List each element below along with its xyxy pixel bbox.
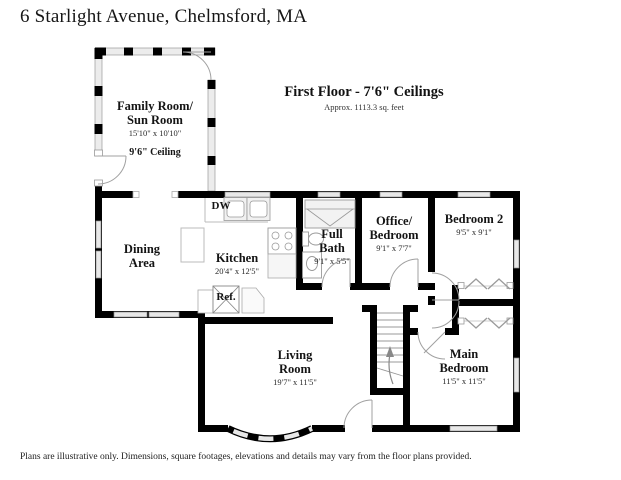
full-bath-label: Full Bath 9'1" x 5'5" [314, 227, 350, 266]
bay-window [226, 425, 314, 443]
floor-heading: First Floor - 7'6" Ceilings Approx. 1113… [284, 84, 443, 112]
closet-bifold-doors [457, 278, 514, 329]
stair-direction-arrow [388, 353, 394, 385]
family-room-ceiling-note: 9'6" Ceiling [129, 146, 181, 158]
toilet [302, 231, 324, 247]
bathtub [304, 199, 356, 229]
corner-cabinet [241, 287, 265, 314]
stove [267, 227, 297, 255]
staircase [376, 312, 404, 385]
main-bedroom-label: Main Bedroom 11'5" x 11'5" [439, 347, 489, 386]
disclaimer-text: Plans are illustrative only. Dimensions,… [20, 452, 472, 462]
kitchen-label: Kitchen 20'4" x 12'5" [214, 251, 260, 276]
dining-area-label: Dining Area [123, 242, 161, 270]
kitchen-cabinet-left [197, 289, 214, 314]
door-swings [97, 51, 460, 429]
bathroom-fixtures [302, 199, 356, 279]
windows [95, 191, 520, 432]
page-title: 6 Starlight Avenue, Chelmsford, MA [20, 6, 308, 27]
passage-jambs [132, 191, 179, 198]
bedroom-2-label: Bedroom 2 9'5" x 9'1" [444, 212, 504, 237]
dishwasher-label: DW [211, 200, 231, 212]
sunroom-walls [94, 47, 216, 195]
kitchen-base-cabinet [267, 253, 297, 279]
kitchen-island [180, 227, 205, 263]
sunroom-door-jambs [94, 149, 103, 187]
floor-heading-sqft: Approx. 1113.3 sq. feet [324, 102, 404, 112]
living-room-label: Living Room 19'7" x 11'5" [273, 348, 317, 387]
kitchen-fixtures [180, 197, 297, 314]
interior-walls [205, 198, 513, 432]
floor-heading-title: First Floor - 7'6" Ceilings [284, 84, 444, 100]
refrigerator-label: Ref. [216, 291, 236, 303]
kitchen-counter [204, 198, 268, 223]
kitchen-sink [223, 197, 271, 221]
bathroom-vanity [302, 251, 322, 279]
refrigerator [212, 285, 240, 314]
family-room-label: Family Room/ Sun Room 15'10" x 10'10" 9'… [116, 99, 194, 158]
office-bedroom-label: Office/ Bedroom 9'1" x 7'7" [369, 214, 419, 253]
